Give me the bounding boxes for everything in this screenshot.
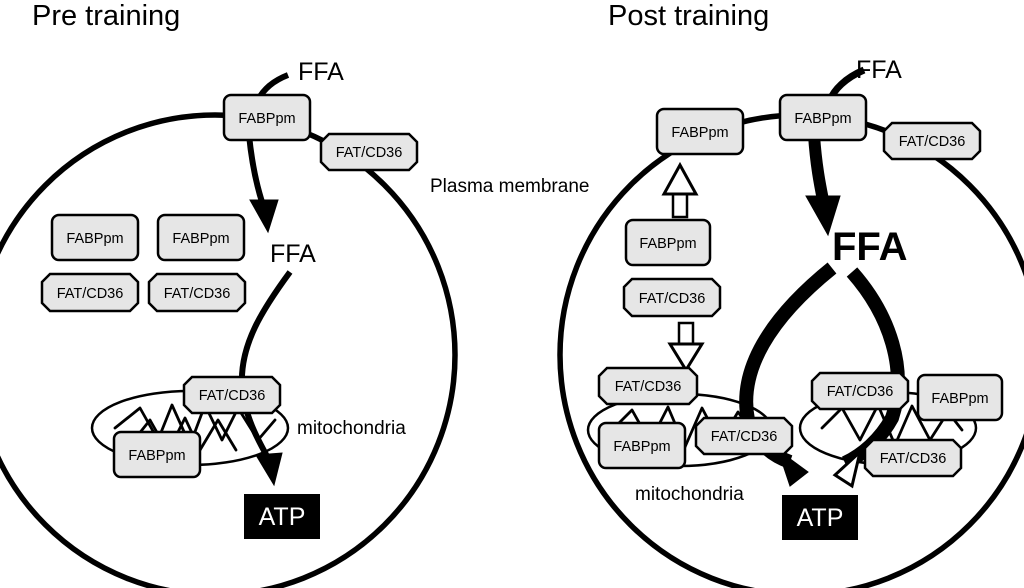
- post-translocation-arrows: [661, 161, 705, 373]
- pre-cell-membrane: [0, 112, 458, 588]
- svg-text:FAT/CD36: FAT/CD36: [615, 379, 682, 395]
- svg-text:FABPpm: FABPpm: [172, 231, 229, 247]
- svg-text:FAT/CD36: FAT/CD36: [827, 384, 894, 400]
- post-fatcd36-membrane: FAT/CD36: [882, 121, 982, 161]
- plasma-membrane-label: Plasma membrane: [430, 176, 589, 197]
- svg-text:FAT/CD36: FAT/CD36: [164, 286, 231, 302]
- post-fabppm-mito-left: FABPpm: [597, 421, 687, 470]
- svg-text:FABPpm: FABPpm: [931, 391, 988, 407]
- post-fabppm-membrane-1: FABPpm: [655, 107, 745, 156]
- svg-text:FAT/CD36: FAT/CD36: [880, 451, 947, 467]
- pre-fabppm-mito: FABPpm: [112, 430, 202, 479]
- svg-text:FABPpm: FABPpm: [794, 111, 851, 127]
- pre-fatcd36-storage-2: FAT/CD36: [147, 272, 247, 313]
- post-title: Post training: [608, 0, 769, 32]
- post-fatcd36-mito-left-2: FAT/CD36: [694, 416, 794, 456]
- pre-ffa-inside: FFA: [270, 240, 316, 268]
- svg-text:FAT/CD36: FAT/CD36: [899, 134, 966, 150]
- pre-fatcd36-storage-1: FAT/CD36: [40, 272, 140, 313]
- svg-text:FABPpm: FABPpm: [639, 236, 696, 252]
- post-fatcd36-mito-right-2: FAT/CD36: [863, 438, 963, 478]
- svg-text:FABPpm: FABPpm: [238, 111, 295, 127]
- svg-text:FABPpm: FABPpm: [671, 125, 728, 141]
- post-mito-label: mitochondria: [635, 484, 744, 505]
- post-fabppm-membrane-2: FABPpm: [778, 93, 868, 142]
- post-fabppm-mito-right: FABPpm: [916, 373, 1004, 422]
- post-ffa-outside: FFA: [856, 56, 902, 84]
- post-training-panel: Post training FF: [557, 0, 1024, 588]
- svg-text:FAT/CD36: FAT/CD36: [199, 388, 266, 404]
- pre-mito-label: mitochondria: [297, 418, 406, 439]
- svg-text:ATP: ATP: [259, 503, 306, 531]
- post-fatcd36-mito-left-1: FAT/CD36: [597, 366, 699, 406]
- svg-text:ATP: ATP: [797, 504, 844, 532]
- pre-fatcd36-mito: FAT/CD36: [182, 375, 282, 415]
- pre-fabppm-storage-2: FABPpm: [156, 213, 246, 262]
- svg-text:FAT/CD36: FAT/CD36: [336, 145, 403, 161]
- pre-fatcd36-membrane: FAT/CD36: [319, 132, 419, 172]
- svg-text:FAT/CD36: FAT/CD36: [639, 291, 706, 307]
- pre-ffa-outside: FFA: [298, 58, 344, 86]
- pre-fabppm-membrane: FABPpm: [222, 93, 312, 142]
- pre-fabppm-storage-1: FABPpm: [50, 213, 140, 262]
- post-fatcd36-mito-right-1: FAT/CD36: [810, 371, 910, 411]
- post-ffa-inside: FFA: [832, 225, 908, 269]
- svg-text:FABPpm: FABPpm: [128, 448, 185, 464]
- pre-atp-box: ATP: [244, 494, 320, 539]
- svg-text:FAT/CD36: FAT/CD36: [57, 286, 124, 302]
- svg-text:FABPpm: FABPpm: [613, 439, 670, 455]
- svg-text:FAT/CD36: FAT/CD36: [711, 429, 778, 445]
- pre-training-panel: Pre training FFA FFA Plasma membrane mit…: [0, 0, 589, 588]
- post-fabppm-storage: FABPpm: [624, 218, 712, 267]
- pre-title: Pre training: [32, 0, 180, 32]
- svg-text:FABPpm: FABPpm: [66, 231, 123, 247]
- post-fatcd36-storage: FAT/CD36: [622, 277, 722, 318]
- post-atp-box: ATP: [782, 495, 858, 540]
